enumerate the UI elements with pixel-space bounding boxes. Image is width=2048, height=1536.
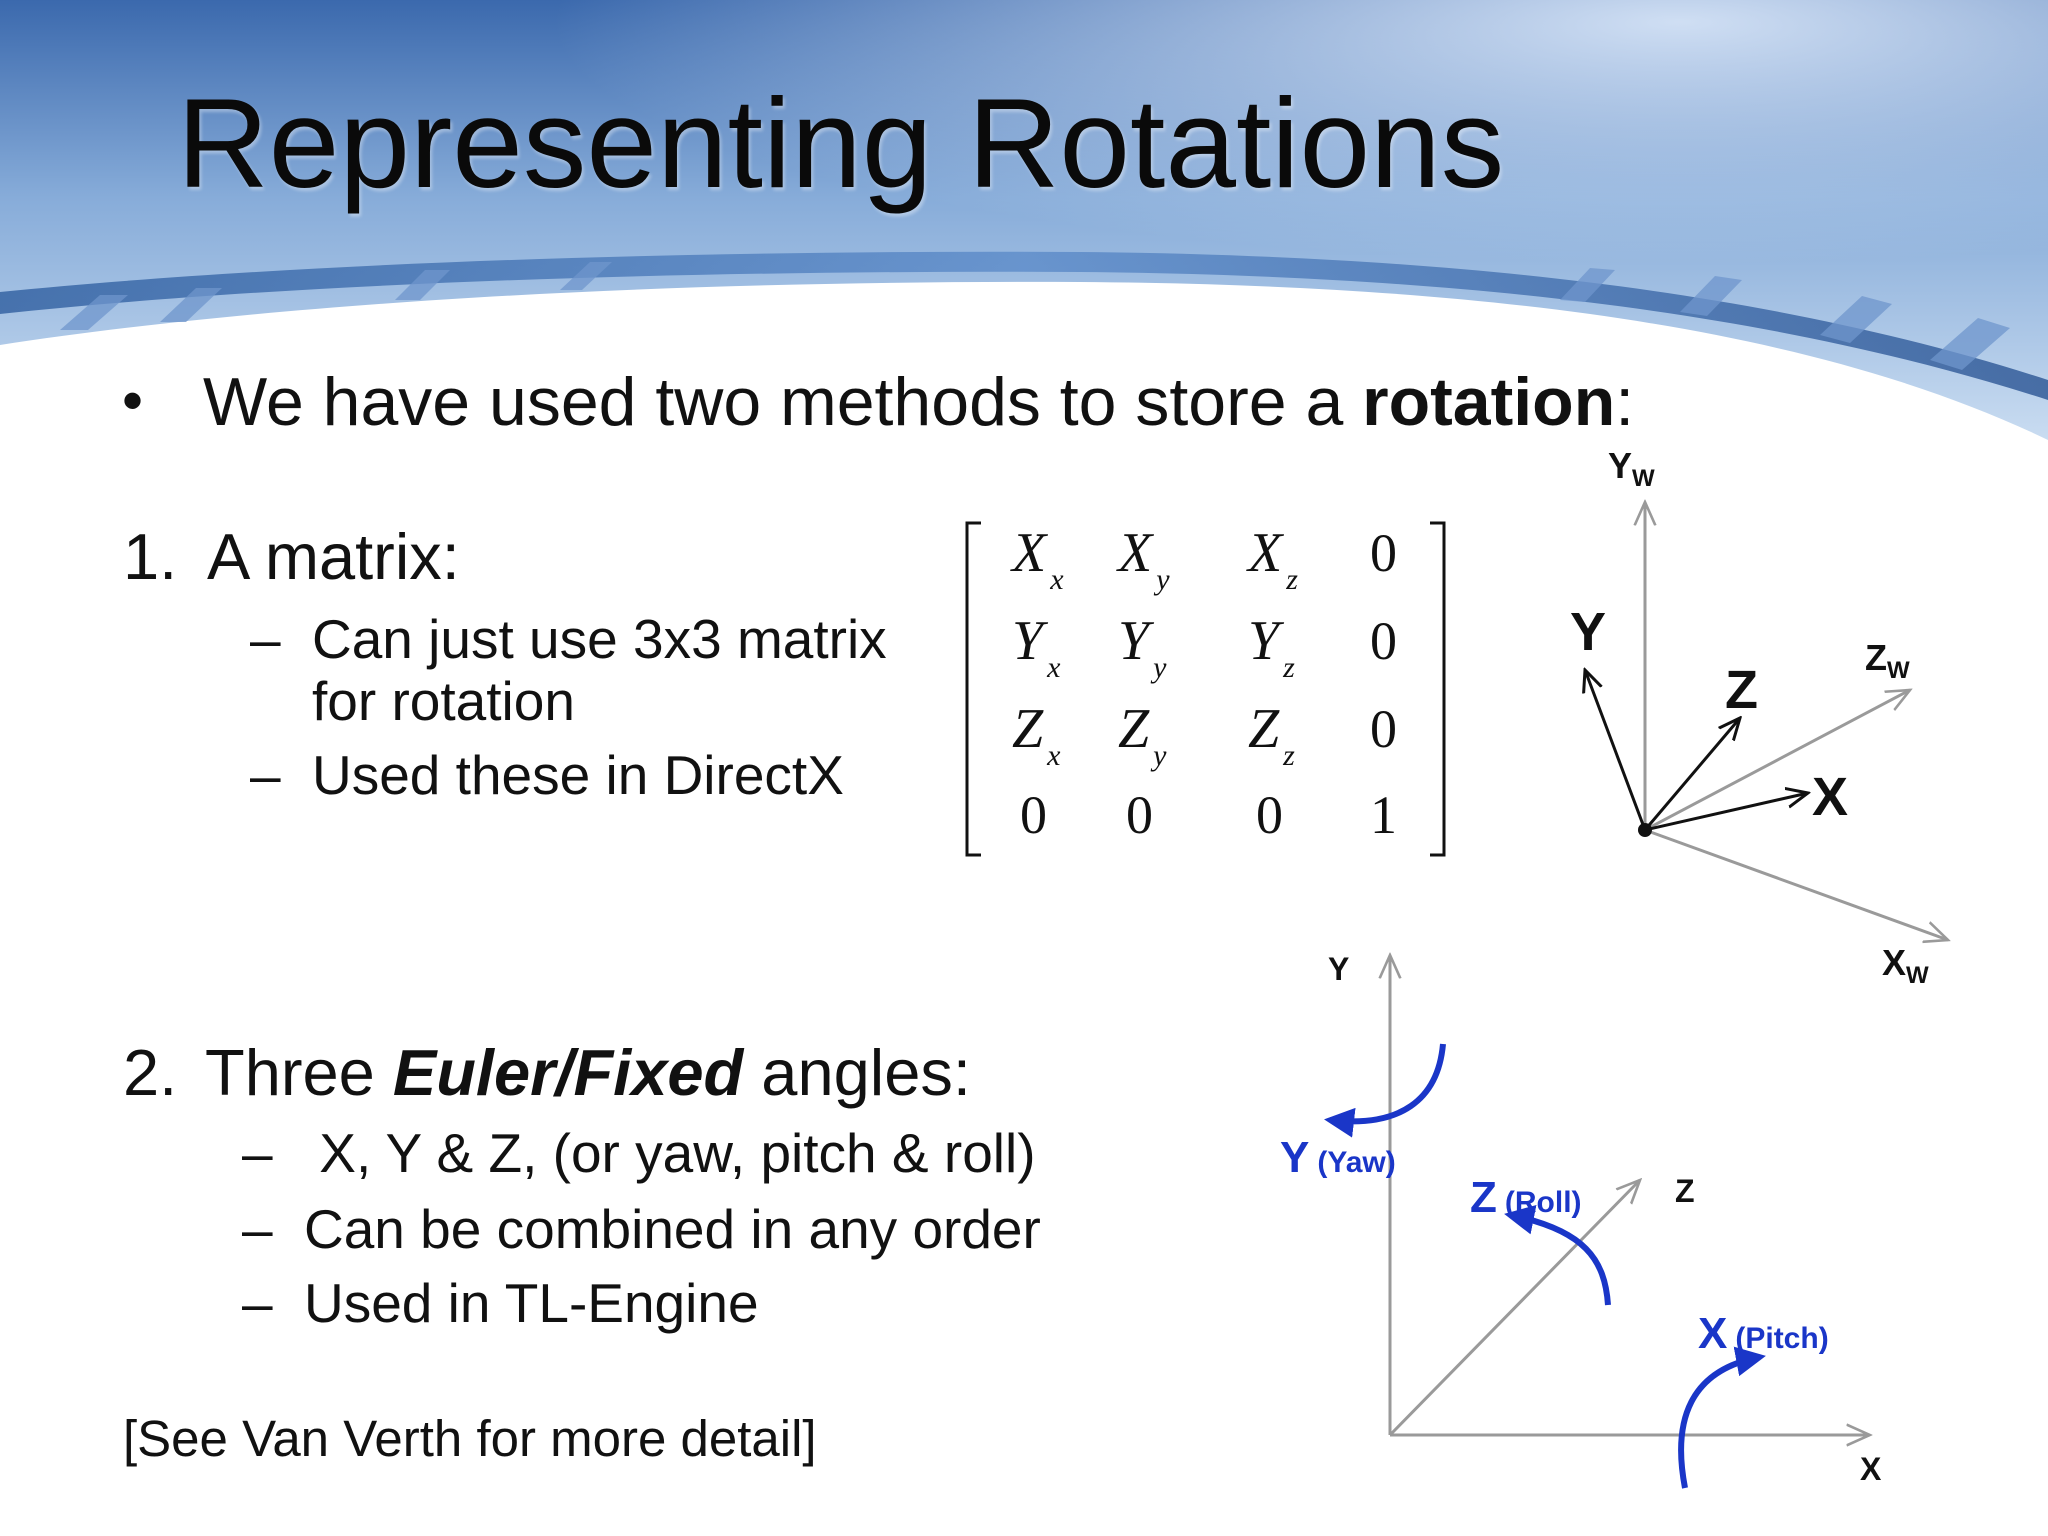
- yaw-arrow: [1324, 1043, 1446, 1138]
- method1-label: A matrix:: [207, 520, 460, 593]
- method2-label: Three Euler/Fixed angles:: [205, 1033, 971, 1113]
- matrix-left-bracket: [965, 521, 981, 857]
- roll-arrow: [1504, 1205, 1611, 1306]
- matrix-cell: 0: [1126, 785, 1153, 845]
- frame-origin: [1638, 823, 1652, 837]
- intro-text: We have used two methods to store a rota…: [203, 362, 1634, 442]
- local-x-label: X: [1812, 767, 1848, 827]
- roll-label: Z(Roll): [1470, 1173, 1582, 1222]
- method2-label-post: angles:: [743, 1036, 971, 1109]
- euler-y-label: Y: [1328, 951, 1349, 987]
- frame-diagram: YW ZW XW Y Z X: [1570, 445, 2000, 989]
- method2-item3-dash: –: [242, 1272, 273, 1334]
- world-z-label: ZW: [1865, 637, 1910, 684]
- bullet-dot: •: [122, 367, 144, 434]
- matrix-cell: 0: [1256, 785, 1283, 845]
- method1-item2-line1: Used these in DirectX: [312, 744, 844, 806]
- method1-item1-dash: –: [250, 608, 281, 670]
- method2-item3-text: Used in TL-Engine: [304, 1272, 759, 1334]
- matrix-cell: 0: [1370, 699, 1397, 759]
- pitch-arrow: [1678, 1346, 1766, 1489]
- method2-item1-dash: –: [242, 1122, 273, 1184]
- euler-z-label: Z: [1675, 1173, 1695, 1209]
- intro-text-bold: rotation: [1362, 364, 1616, 440]
- local-x-axis: [1644, 793, 1808, 832]
- method1-item1-line2: for rotation: [312, 670, 575, 732]
- method1-number: 1.: [123, 520, 178, 593]
- world-x-axis: [1644, 828, 1948, 940]
- footer-reference: [See Van Verth for more detail]: [123, 1410, 817, 1467]
- local-y-label: Y: [1570, 602, 1606, 662]
- matrix-cell: 0: [1370, 523, 1397, 583]
- yaw-label: Y(Yaw): [1280, 1133, 1396, 1182]
- method2-label-italic: Euler/Fixed: [392, 1036, 744, 1109]
- local-y-axis: [1585, 670, 1647, 831]
- method2-item2-text: Can be combined in any order: [304, 1198, 1041, 1260]
- method1-item2-dash: –: [250, 744, 281, 806]
- world-y-label: YW: [1608, 445, 1655, 492]
- method2-number: 2.: [123, 1036, 178, 1109]
- matrix-cell: 0: [1020, 785, 1047, 845]
- slide-title: Representing Rotations: [177, 72, 1505, 214]
- world-z-axis: [1644, 690, 1910, 832]
- world-x-label: XW: [1882, 942, 1929, 989]
- matrix-cell: 0: [1370, 611, 1397, 671]
- intro-text-tail: :: [1615, 364, 1635, 440]
- local-z-axis: [1643, 718, 1740, 831]
- method2-label-pre: Three: [205, 1036, 393, 1109]
- intro-text-main: We have used two methods to store a: [203, 364, 1363, 440]
- method2-item1-text: X, Y & Z, (or yaw, pitch & roll): [304, 1122, 1036, 1184]
- euler-z-axis: [1388, 1180, 1640, 1437]
- pitch-label: X(Pitch): [1698, 1309, 1829, 1358]
- local-z-label: Z: [1725, 660, 1758, 720]
- euler-angle-diagram: Y Z X Y(Yaw) Z(Roll) X(Pitch): [1280, 951, 1882, 1489]
- euler-x-label: X: [1860, 1451, 1882, 1487]
- method2-item2-dash: –: [242, 1198, 273, 1260]
- matrix-right-bracket: [1430, 521, 1446, 857]
- method1-item1-line1: Can just use 3x3 matrix: [312, 608, 887, 670]
- matrix-cell: 1: [1370, 785, 1397, 845]
